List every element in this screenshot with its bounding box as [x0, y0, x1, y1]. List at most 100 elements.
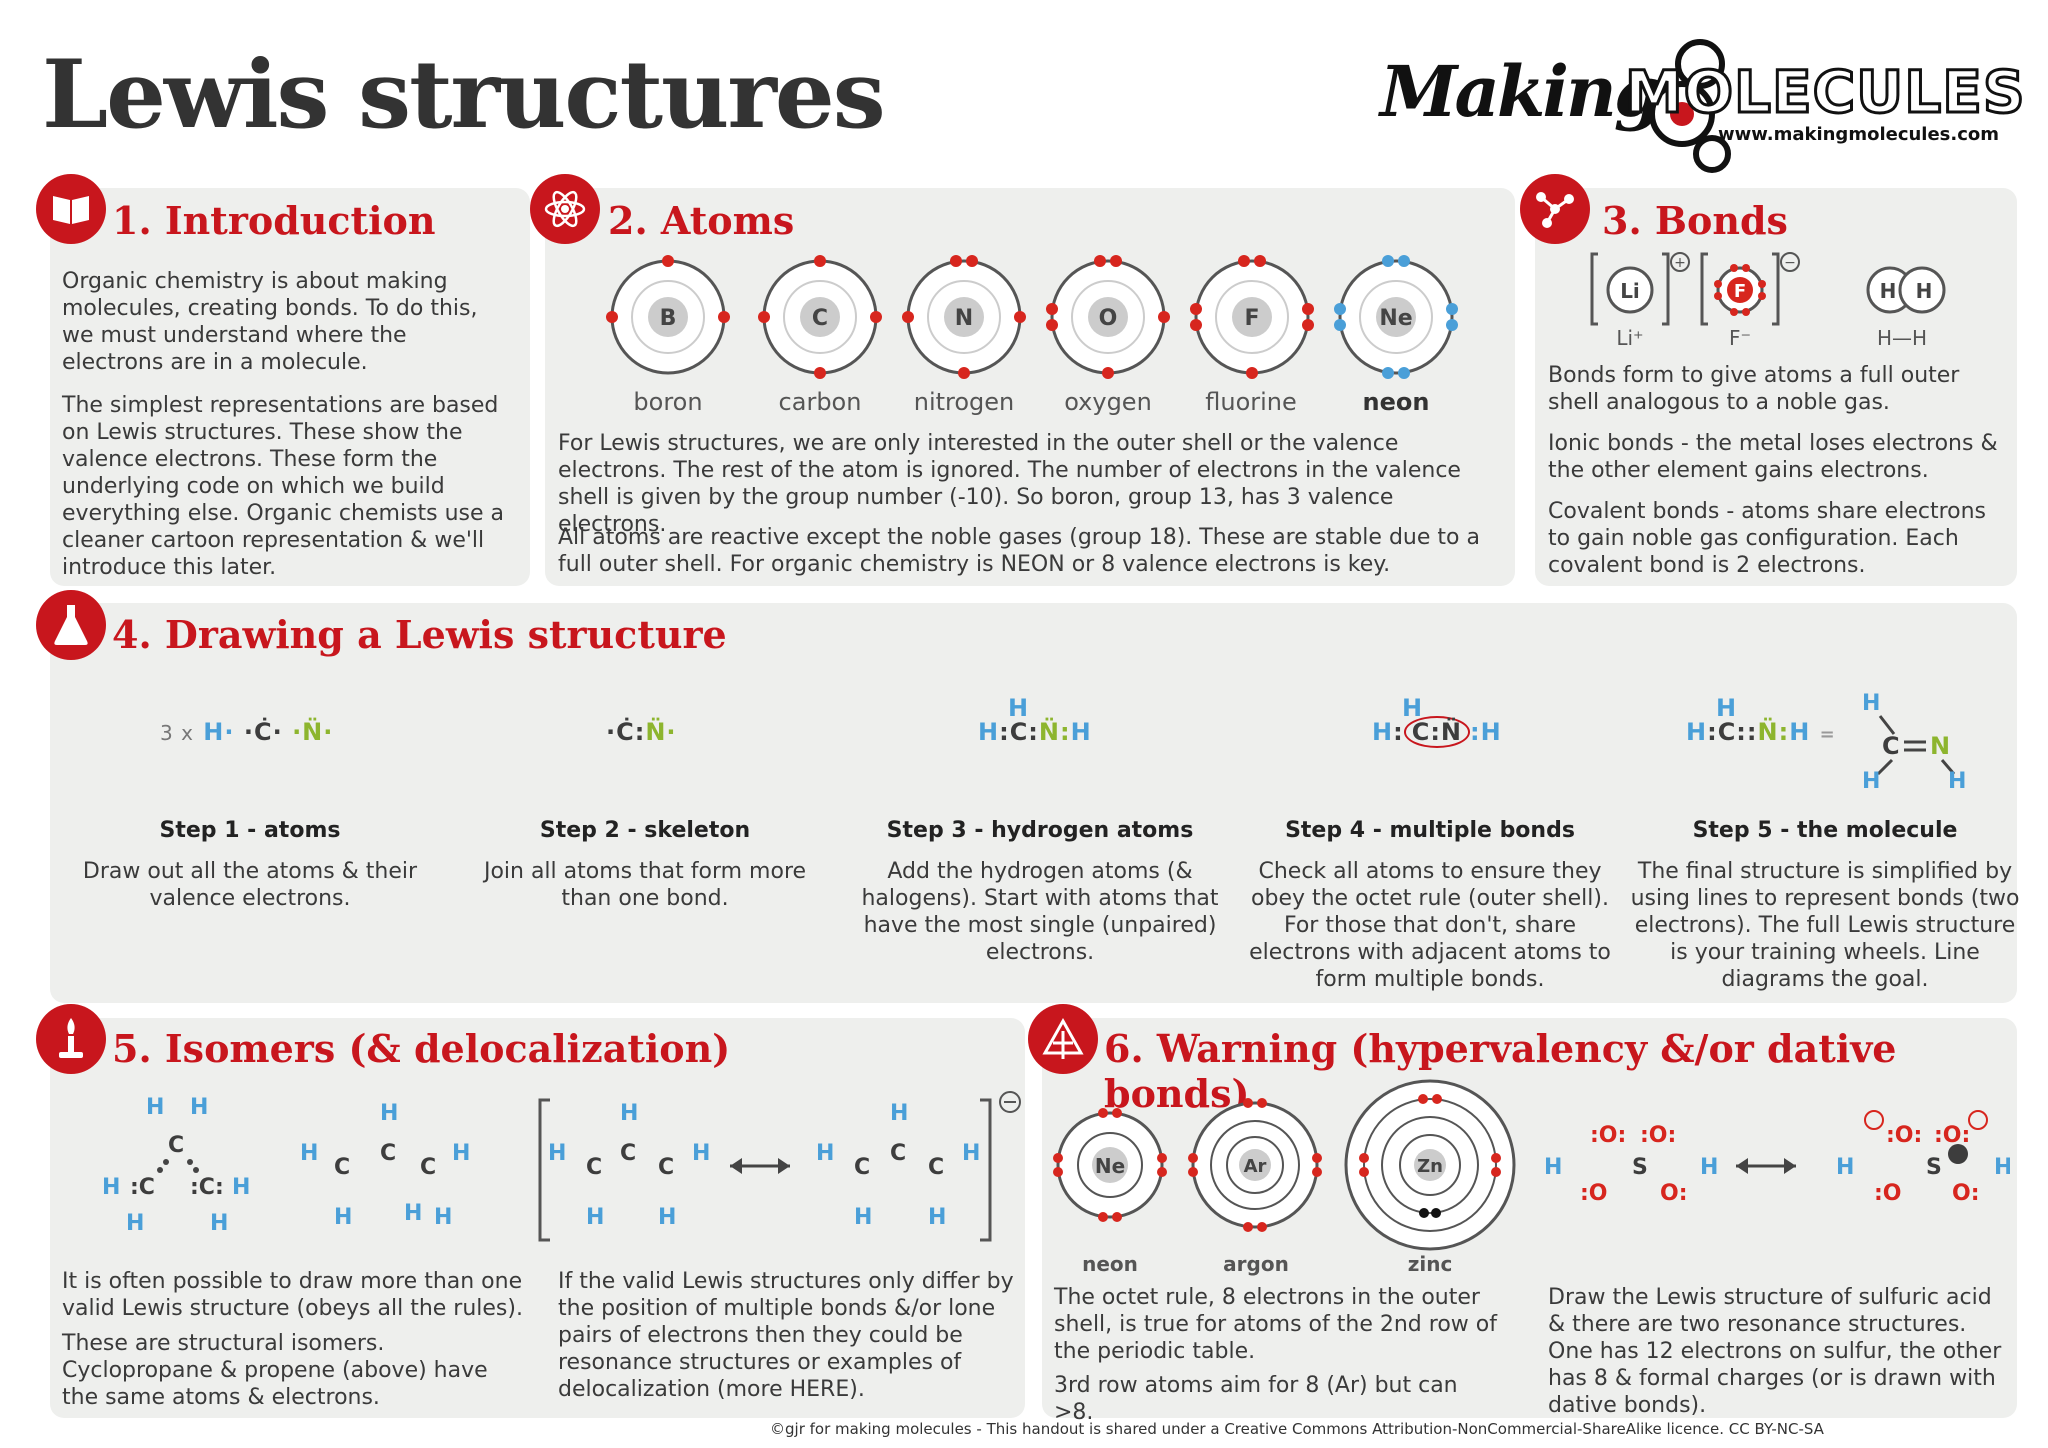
atom-icon — [530, 174, 600, 244]
svg-text:H: H — [300, 1141, 318, 1166]
svg-text:H: H — [146, 1095, 164, 1120]
carbon-label: carbon — [778, 388, 862, 416]
oxygen-label: oxygen — [1064, 388, 1152, 416]
svg-text::O:: :O: — [1640, 1123, 1676, 1148]
svg-text:H: H — [210, 1211, 228, 1236]
sulfuric-acid-resonance-diagram: H :O: :O: S :O O: H H :O: :O: S :O O: H — [1544, 1110, 2010, 1206]
svg-text:H: H — [404, 1201, 422, 1226]
bonds-paragraph-3: Covalent bonds - atoms share electrons t… — [1548, 499, 1987, 578]
svg-text:H: H — [816, 1141, 834, 1166]
svg-text::O: :O — [1874, 1181, 1902, 1206]
logo-making: Making — [1380, 50, 1663, 133]
svg-text:H: H — [1862, 769, 1880, 794]
svg-text:H: H — [1700, 1155, 1718, 1180]
svg-text:S: S — [1632, 1155, 1648, 1180]
svg-text::O:: :O: — [1590, 1123, 1626, 1148]
warning-paragraph-2: 3rd row atoms aim for 8 (Ar) but can >8. — [1054, 1373, 1458, 1425]
atoms-panel — [545, 188, 1515, 586]
svg-text:H: H — [1544, 1155, 1562, 1180]
svg-text:Li: Li — [1620, 279, 1640, 303]
hh-label: H—H — [1876, 326, 1928, 350]
svg-text:H: H — [620, 1101, 638, 1126]
svg-text:Ne: Ne — [1095, 1154, 1125, 1178]
svg-text::O:: :O: — [1886, 1123, 1922, 1148]
hydrogen-molecule-diagram: H H — [1866, 266, 1946, 314]
isomers-panel — [50, 1018, 1025, 1418]
bonds-paragraph-2: Ionic bonds - the metal loses electrons … — [1548, 431, 1998, 483]
svg-text:H: H — [126, 1211, 144, 1236]
svg-text:O:: O: — [1660, 1181, 1688, 1206]
svg-text:C: C — [586, 1155, 602, 1180]
logo-url[interactable]: www.makingmolecules.com — [1718, 124, 2000, 145]
drawing-title: 4. Drawing a Lewis structure — [112, 612, 727, 657]
svg-text:C: C — [890, 1141, 906, 1166]
svg-text:H: H — [854, 1205, 872, 1230]
neon-atom-diagram: Ne — [1334, 255, 1458, 379]
isomers-paragraph-2: These are structural isomers. Cyclopropa… — [62, 1331, 488, 1410]
step3-lewis-diagram: H H:C:N̈:H — [978, 694, 1092, 746]
svg-text:C: C — [812, 306, 828, 331]
step2-title: Step 2 - skeleton — [539, 818, 751, 843]
svg-text:C: C — [420, 1155, 436, 1180]
lithium-ion-diagram: Li + — [1590, 252, 1690, 326]
intro-title: 1. Introduction — [112, 198, 436, 243]
svg-text:H: H — [1836, 1155, 1854, 1180]
argon-shell-diagram: Ar — [1188, 1098, 1322, 1232]
svg-text:H: H — [1880, 279, 1897, 303]
nitrogen-atom-diagram: N — [902, 255, 1026, 379]
isomers-paragraph-3: If the valid Lewis structures only diffe… — [558, 1269, 1014, 1402]
svg-text:H: H — [890, 1101, 908, 1126]
svg-text:F: F — [1244, 306, 1259, 331]
li-ion-label: Li⁺ — [1616, 326, 1644, 350]
neon-shell-diagram: Ne — [1053, 1108, 1167, 1222]
bonds-title: 3. Bonds — [1602, 198, 1788, 243]
book-icon — [36, 174, 106, 244]
step3-text: Add the hydrogen atoms (& halogens). Sta… — [861, 859, 1219, 965]
svg-text:H: H — [452, 1141, 470, 1166]
boron-atom-diagram: B — [606, 255, 730, 375]
intro-panel — [50, 188, 530, 586]
svg-text:C: C — [334, 1155, 350, 1180]
step2-text: Join all atoms that form more than one b… — [483, 859, 807, 911]
svg-text:C: C — [854, 1155, 870, 1180]
svg-text:C: C — [380, 1141, 396, 1166]
svg-text:H: H — [1948, 769, 1966, 794]
fluoride-ion-diagram: F − — [1700, 252, 1800, 326]
step1-prefix: 3 x — [160, 721, 194, 745]
svg-text:N: N — [955, 306, 973, 331]
bond-diagrams: Li + F − H H — [1590, 252, 1946, 326]
svg-text:H: H — [380, 1101, 398, 1126]
isomers-paragraph-1: It is often possible to draw more than o… — [62, 1269, 523, 1321]
atoms-paragraph-1: For Lewis structures, we are only intere… — [558, 431, 1461, 537]
step2-lewis-diagram: ·Ċ:N̈· — [606, 718, 677, 746]
svg-text:O:: O: — [1952, 1181, 1980, 1206]
svg-text:H: H — [1862, 691, 1880, 716]
svg-text:H: H — [658, 1205, 676, 1230]
atom-diagrams: B C N O F Ne — [606, 255, 1458, 379]
isomers-title: 5. Isomers (& delocalization) — [112, 1026, 731, 1071]
svg-text::O:: :O: — [1934, 1123, 1970, 1148]
svg-text:H: H — [434, 1205, 452, 1230]
step1-lewis-diagram: 3 x H· ·Ċ· ·N̈· — [160, 718, 334, 746]
svg-text:H: H — [928, 1205, 946, 1230]
atoms-paragraph-2: All atoms are reactive except the noble … — [558, 525, 1480, 577]
svg-text:H: H — [1994, 1155, 2010, 1180]
svg-text:H: H — [102, 1175, 120, 1200]
logo-molecules: MOLECULES — [1624, 57, 2027, 128]
svg-text:S: S — [1926, 1155, 1942, 1180]
svg-text:H: H — [548, 1141, 566, 1166]
svg-text:C: C — [658, 1155, 674, 1180]
svg-text:C: C — [620, 1141, 636, 1166]
svg-text:−: − — [1784, 255, 1796, 271]
fluorine-atom-diagram: F — [1190, 255, 1314, 379]
svg-text::O: :O — [1580, 1181, 1608, 1206]
intro-paragraph-2: The simplest representations are based o… — [62, 393, 505, 580]
svg-text:H: H — [190, 1095, 208, 1120]
svg-text:N: N — [1930, 732, 1950, 760]
svg-text::C: :C — [130, 1175, 155, 1200]
svg-text:Zn: Zn — [1417, 1156, 1443, 1177]
warning-title: 6. Warning (hypervalency &/or dative bon… — [1104, 1026, 1897, 1116]
